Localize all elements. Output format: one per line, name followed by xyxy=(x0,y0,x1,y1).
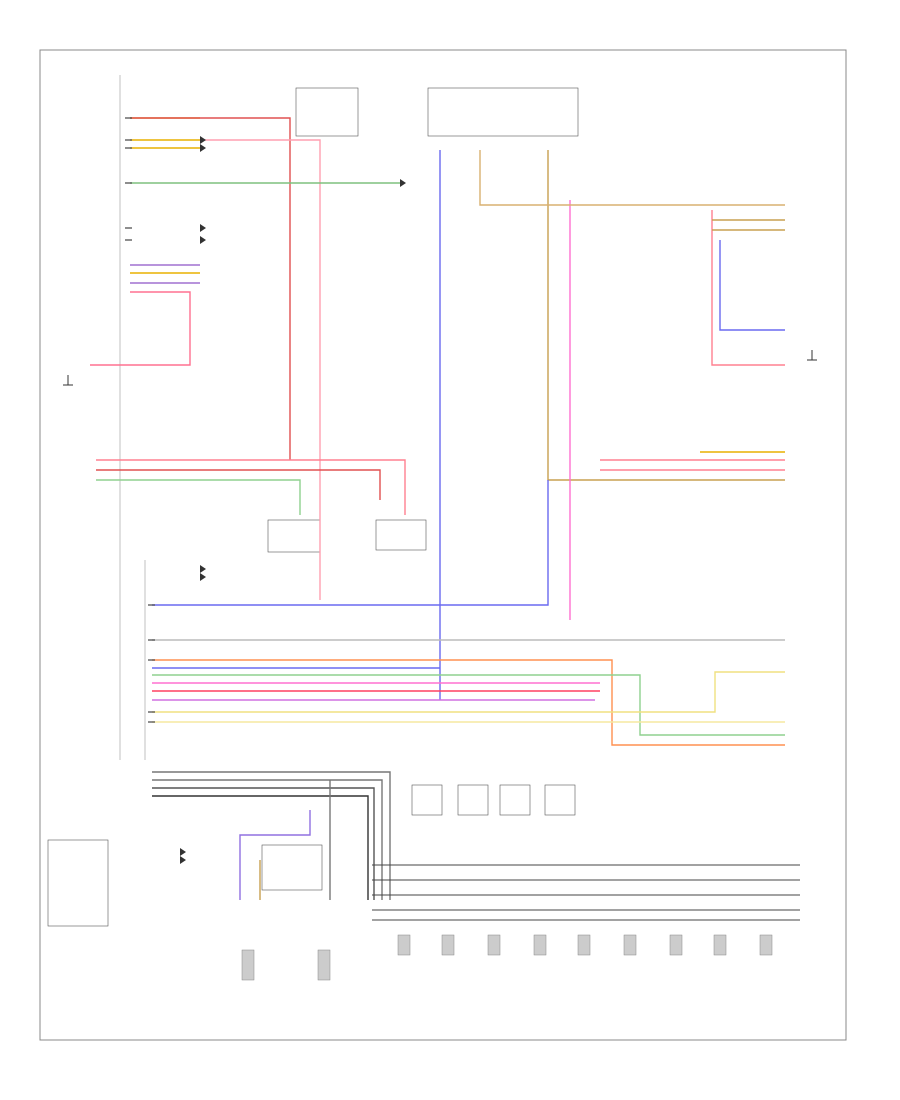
rear-blower-control-box xyxy=(375,519,427,551)
diagram-frame xyxy=(39,49,847,1041)
actuator-box-3 xyxy=(499,784,531,816)
actuator-box-1 xyxy=(411,784,443,816)
wire-runs xyxy=(90,117,785,900)
ground-symbols xyxy=(63,350,817,386)
left-module-box xyxy=(47,839,109,927)
top-fuse-box-right xyxy=(427,87,579,137)
component-boxes xyxy=(47,87,579,927)
actuator-pin-groups xyxy=(372,864,800,921)
actuator-box-4 xyxy=(544,784,576,816)
top-fuse-box-left xyxy=(295,87,359,137)
blend-door-box xyxy=(261,844,323,891)
blower-resistor-box xyxy=(267,519,321,553)
actuator-footprints xyxy=(241,934,773,981)
connector-pins-left xyxy=(125,117,155,723)
connector-arrows xyxy=(180,136,406,864)
actuator-box-2 xyxy=(457,784,489,816)
